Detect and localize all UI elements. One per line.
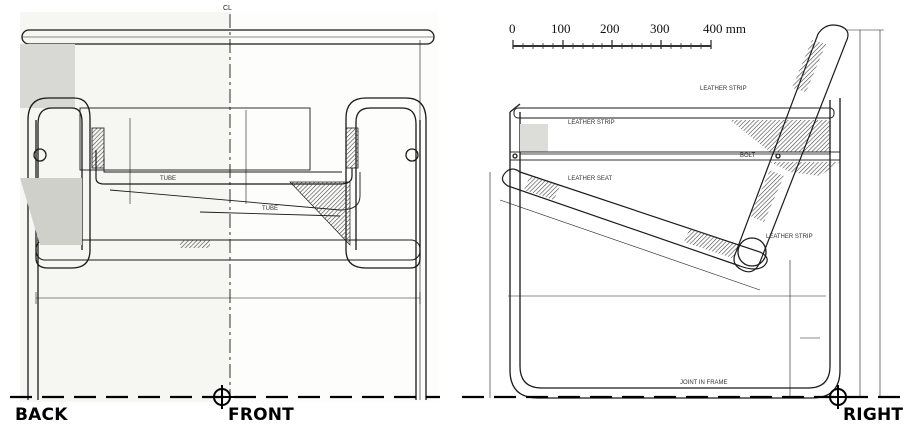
left-leg [27,97,91,400]
centerline-label: CL [223,5,232,12]
note-leather-strip-back: LEATHER STRIP [568,120,615,126]
side-view [462,24,900,409]
scale-tick-0: 0 [509,21,516,36]
note-bolt: BOLT [740,153,756,159]
note-tube-right: TUBE [262,206,279,212]
scale-tick-100: 100 [551,21,571,36]
label-right: RIGHT [843,405,904,425]
right-marker [826,385,850,409]
note-leather-strip-top: LEATHER STRIP [700,86,747,92]
front-back-view [10,12,440,409]
scale-bar [512,40,712,49]
scale-tick-300: 300 [650,21,670,36]
scale-tick-400: 400 mm [703,21,746,36]
label-back: BACK [15,405,68,425]
note-tube-left: TUBE [160,176,177,182]
note-leather-seat: LEATHER SEAT [568,176,613,182]
scale-tick-200: 200 [600,21,620,36]
note-leather-strip-arm: LEATHER STRIP [766,234,813,240]
label-front: FRONT [228,405,294,425]
backrest-tube [733,24,849,273]
note-joint-in-frame: JOINT IN FRAME [680,380,728,386]
front-marker [210,385,234,409]
seat-tube [501,168,768,270]
